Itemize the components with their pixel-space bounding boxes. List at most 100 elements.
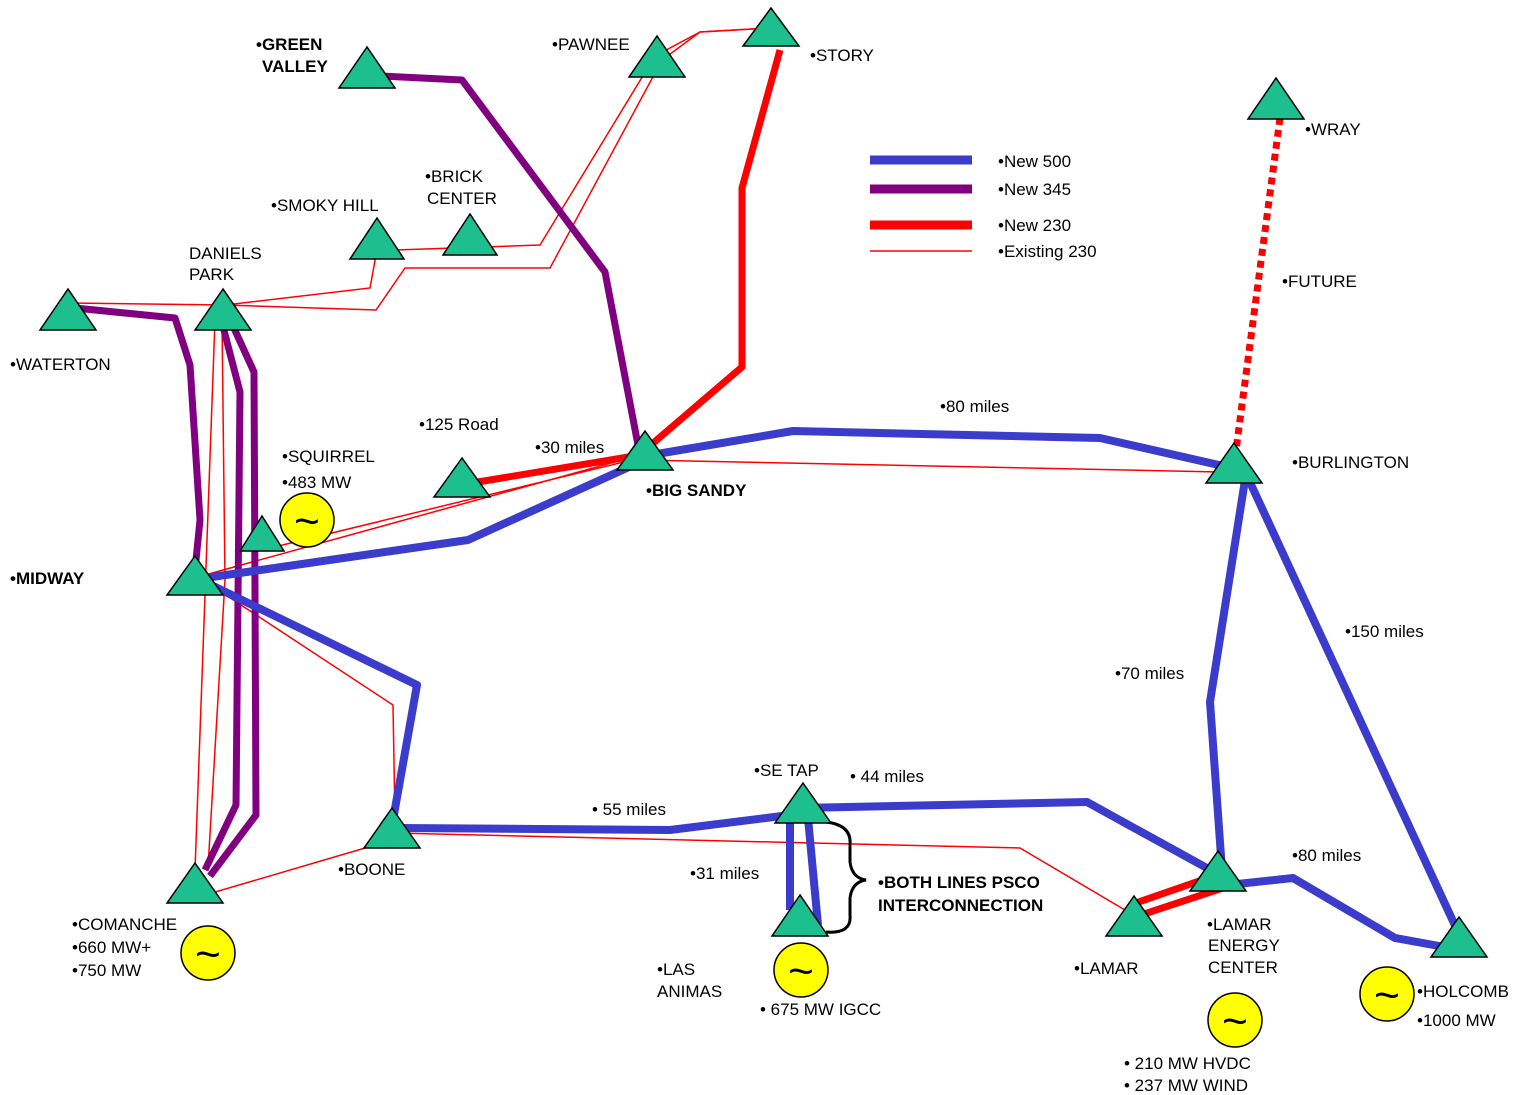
distance-burlington-lamar: •70 miles [1115,664,1184,683]
station-labels: •GREEN VALLEY •PAWNEE •STORY •WRAY •SMOK… [10,35,1509,1095]
distance-lamar-holcomb: •80 miles [1292,846,1361,865]
label-daniels-park-2: PARK [189,265,235,284]
substation-holcomb[interactable] [1429,915,1489,958]
label-comanche-3: •750 MW [72,961,141,980]
substation-lamar-energy-center[interactable] [1188,849,1248,892]
label-burlington: •BURLINGTON [1292,453,1409,472]
distance-labels: •80 miles •30 miles •150 miles •70 miles… [535,397,1424,883]
label-se-tap: •SE TAP [754,761,819,780]
generator-comanche[interactable]: ~ [180,925,236,981]
substation-daniels-park[interactable] [193,287,253,331]
generator-lamar-energy-center[interactable]: ~ [1207,992,1263,1048]
line-existing-daniels-comanche-2 [207,319,226,869]
line-500-burlington-holcomb [1244,476,1462,934]
label-lamar-energy-center-2: ENERGY [1208,936,1280,955]
substation-boone[interactable] [362,806,422,849]
label-brick-center-2: CENTER [427,189,497,208]
label-125-road: •125 Road [419,415,499,434]
line-500-burlington-lec [1206,479,1249,871]
substation-brick-center[interactable] [441,212,499,256]
substation-pawnee[interactable] [627,34,687,78]
legend-label-new345: •New 345 [998,180,1071,199]
line-existing-comanche-boone [204,847,366,896]
label-brick-center-1: •BRICK [425,167,484,186]
label-lamar-gen-1: • 210 MW HVDC [1124,1054,1251,1073]
generator-symbol: ~ [788,947,814,996]
substation-smoky-hill[interactable] [348,216,406,260]
line-500-midway-boone [203,578,421,821]
substation-125-road[interactable] [432,456,492,498]
line-existing-story-pawnee-sandy [394,27,771,251]
label-lamar-gen-2: • 237 MW WIND [1124,1076,1248,1095]
label-daniels-park-1: DANIELS [189,244,262,263]
distance-boone-setap: • 55 miles [592,800,666,819]
generator-symbol: ~ [1374,971,1400,1020]
label-las-animas-2: ANIMAS [657,982,722,1001]
label-midway: •MIDWAY [10,569,85,588]
label-comanche-2: •660 MW+ [72,938,151,957]
label-green-valley-1: •GREEN [256,35,322,54]
substation-burlington[interactable] [1204,441,1264,484]
generator-holcomb[interactable]: ~ [1359,966,1415,1022]
label-holcomb-1: •HOLCOMB [1417,982,1509,1001]
line-345-waterton-midway [74,304,204,571]
substation-big-sandy[interactable] [615,429,675,471]
distance-sandy-burlington: •80 miles [940,397,1009,416]
substation-comanche[interactable] [165,861,225,904]
line-500-sandy-burlington [644,427,1233,472]
line-existing-daniels-smoky [224,254,377,306]
substation-midway[interactable] [165,554,225,596]
label-future: •FUTURE [1282,272,1357,291]
label-green-valley-2: VALLEY [262,57,328,76]
annotation-line-1: •BOTH LINES PSCO [878,873,1040,892]
substation-squirrel[interactable] [238,514,286,552]
generator-symbol: ~ [294,497,320,546]
label-lamar: •LAMAR [1074,959,1139,978]
line-existing-boone-lamar [394,832,1126,911]
substation-wray[interactable] [1246,76,1306,120]
line-existing-midway-sandy [204,454,641,576]
line-existing-waterton-daniels [69,302,226,306]
generator-las-animas[interactable]: ~ [773,942,829,998]
interconnection-brace [825,820,867,934]
legend-label-existing230: •Existing 230 [998,242,1097,261]
legend-label-new500: •New 500 [998,152,1071,171]
substation-story[interactable] [741,6,801,47]
line-500-setap-lec [799,798,1227,882]
line-230-125road-sandy [477,451,641,486]
label-las-animas-gen: • 675 MW IGCC [760,1000,881,1019]
distance-setap-animas: •31 miles [690,864,759,883]
generator-squirrel[interactable]: ~ [279,492,335,548]
line-345-daniels-comanche-b [207,313,260,879]
annotation-line-2: INTERCONNECTION [878,896,1043,915]
line-500-setap-animas-b [804,817,822,926]
legend-label-new230: •New 230 [998,216,1071,235]
label-holcomb-2: •1000 MW [1417,1011,1496,1030]
line-500-lec-holcomb [1227,874,1451,952]
distance-burlington-holcomb: •150 miles [1345,622,1424,641]
label-waterton: •WATERTON [10,355,111,374]
generator-symbol: ~ [195,930,221,979]
line-future-wray-burlington [1232,117,1284,451]
line-500-midway-sandy [204,458,642,582]
line-230-story-sandy [642,49,784,453]
generator-symbol: ~ [1222,997,1248,1046]
label-story: •STORY [810,46,874,65]
label-smoky-hill: •SMOKY HILL [271,196,379,215]
label-squirrel-1: •SQUIRREL [282,447,375,466]
substation-lamar[interactable] [1104,894,1164,937]
legend: •New 500 •New 345 •New 230 •Existing 230 [870,152,1097,261]
substation-las-animas[interactable] [770,893,830,937]
substation-se-tap[interactable] [773,781,833,824]
line-existing-sandy-burlington [639,459,1221,473]
label-lamar-energy-center-1: •LAMAR [1207,915,1272,934]
line-500-boone-setap [399,811,791,834]
substation-green-valley[interactable] [337,45,397,89]
label-lamar-energy-center-3: CENTER [1208,958,1278,977]
label-wray: •WRAY [1305,120,1361,139]
line-existing-story-smoky [224,27,771,311]
substation-waterton[interactable] [38,287,98,331]
generators: ~ ~ ~ ~ ~ [180,492,1415,1048]
label-comanche-1: •COMANCHE [72,915,177,934]
line-345-greenvalley-sandy [379,72,642,446]
